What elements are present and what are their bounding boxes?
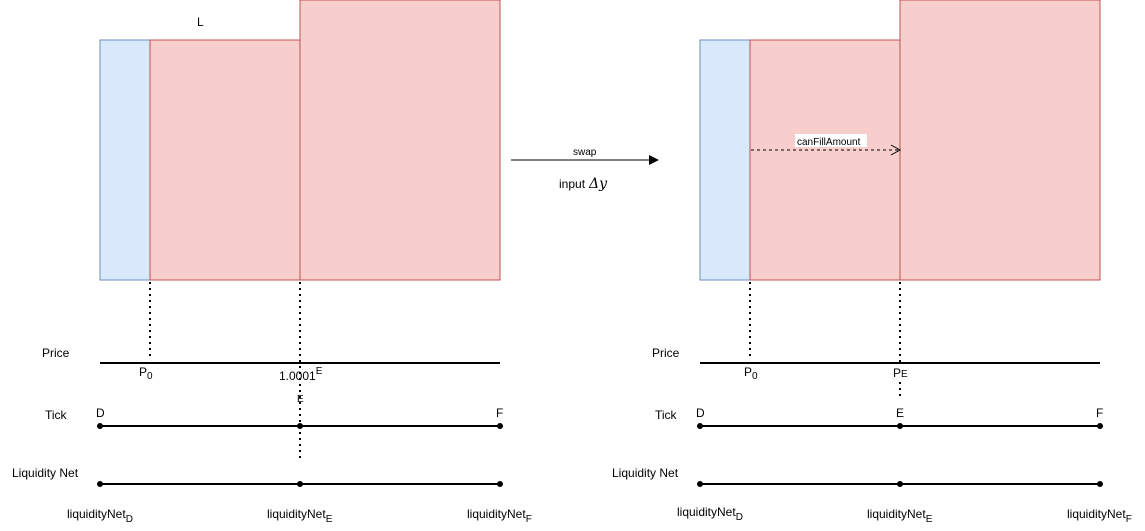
right-tick-dot-f	[1097, 423, 1103, 429]
right-liq-dot-e	[897, 481, 903, 487]
right-tick-dot-d	[697, 423, 703, 429]
left-blue-block	[99, 39, 151, 281]
left-tick-f: F	[496, 406, 503, 420]
right-liquidity-row-label: Liquidity Net	[612, 466, 679, 480]
left-price-e: 1.0001E	[279, 366, 323, 383]
left-tick-e-small: E	[297, 394, 304, 405]
left-tick-d: D	[96, 406, 105, 420]
left-tick-dot-f	[497, 423, 503, 429]
can-fill-label-bg	[795, 134, 867, 147]
left-price-p0: P0	[139, 365, 153, 382]
right-tick-e: E	[896, 406, 904, 420]
right-blue-block	[699, 39, 751, 281]
left-price-row-label: Price	[42, 346, 70, 360]
left-panel: L Price P0 1.0001E E Tick D F Liquidity …	[12, 0, 532, 525]
right-panel: canFillAmount Price P0 PE Tick D E F Liq…	[612, 0, 1132, 525]
left-liquidity-label: L	[197, 15, 204, 29]
right-price-p0: P0	[744, 365, 758, 382]
right-red-block-1	[749, 39, 901, 281]
swap-label: swap	[573, 147, 597, 158]
right-red-block-2	[899, 0, 1101, 281]
right-price-pe: PE	[893, 366, 908, 380]
left-tick-dot-d	[97, 423, 103, 429]
left-liq-dot-f	[497, 481, 503, 487]
right-liq-label-d: liquidityNetD	[677, 505, 743, 523]
right-tick-dot-e	[897, 423, 903, 429]
left-red-block-1	[149, 39, 301, 281]
right-tick-f: F	[1096, 406, 1103, 420]
can-fill-arrowhead	[890, 144, 902, 156]
right-liq-label-e: liquidityNetE	[867, 507, 933, 525]
left-liq-label-d: liquidityNetD	[67, 507, 133, 525]
left-tick-row-label: Tick	[45, 408, 68, 422]
right-tick-d: D	[696, 406, 705, 420]
left-red-block-2	[299, 0, 501, 281]
right-liq-dot-f	[1097, 481, 1103, 487]
left-liq-label-f: liquidityNetF	[467, 507, 532, 525]
left-liq-dot-d	[97, 481, 103, 487]
left-liquidity-row-label: Liquidity Net	[12, 466, 79, 480]
right-tick-row-label: Tick	[655, 408, 678, 422]
right-liq-dot-d	[697, 481, 703, 487]
left-tick-dot-e	[297, 423, 303, 429]
left-liq-dot-e	[297, 481, 303, 487]
can-fill-label: canFillAmount	[797, 137, 861, 148]
right-liq-label-f: liquidityNetF	[1067, 507, 1132, 525]
left-liq-label-e: liquidityNetE	[267, 507, 333, 525]
right-price-row-label: Price	[652, 346, 680, 360]
